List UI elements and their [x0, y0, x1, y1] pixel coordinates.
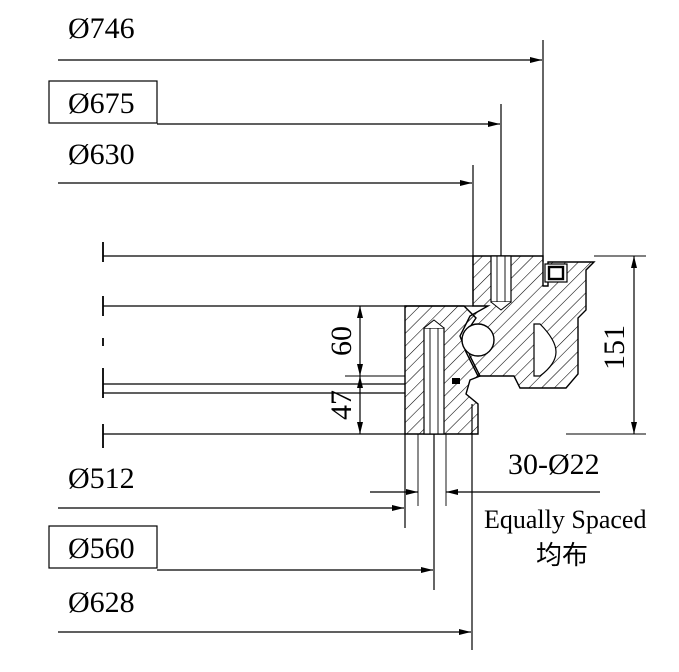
dim-box-d560: [48, 525, 158, 569]
dimension-d560: Ø560: [48, 434, 435, 590]
ball: [461, 323, 495, 357]
inner-ring-section: [404, 305, 481, 435]
dim-label-h47: 47: [325, 390, 358, 420]
dim-label-d630: Ø630: [68, 138, 135, 171]
dim-label-d512: Ø512: [68, 462, 135, 495]
dim-box-d675: [48, 80, 158, 124]
dimension-h151: 151: [566, 255, 646, 435]
note-equally-spaced-cn: 均布: [536, 541, 588, 570]
dim-label-d628: Ø628: [68, 586, 135, 619]
note-equally-spaced: Equally Spaced: [484, 505, 646, 534]
dim-label-h60: 60: [325, 326, 358, 356]
dim-label-d746: Ø746: [68, 12, 135, 45]
dim-label-h151: 151: [598, 325, 631, 370]
dim-label-holes: 30-Ø22: [508, 448, 600, 481]
dim-label-d560: Ø560: [68, 532, 135, 565]
dimension-d512: Ø512: [58, 434, 406, 528]
dim-label-d675: Ø675: [68, 87, 135, 120]
outer-ring-section: [459, 255, 596, 389]
dimension-d675: Ø675: [48, 80, 502, 256]
dimension-d630: Ø630: [58, 138, 474, 300]
dimension-h60-h47: 60 47: [325, 305, 405, 435]
dimension-d746: Ø746: [58, 12, 544, 262]
dimension-d628: Ø628: [58, 404, 473, 650]
hole-callout: 30-Ø22 Equally Spaced 均布: [370, 434, 646, 570]
